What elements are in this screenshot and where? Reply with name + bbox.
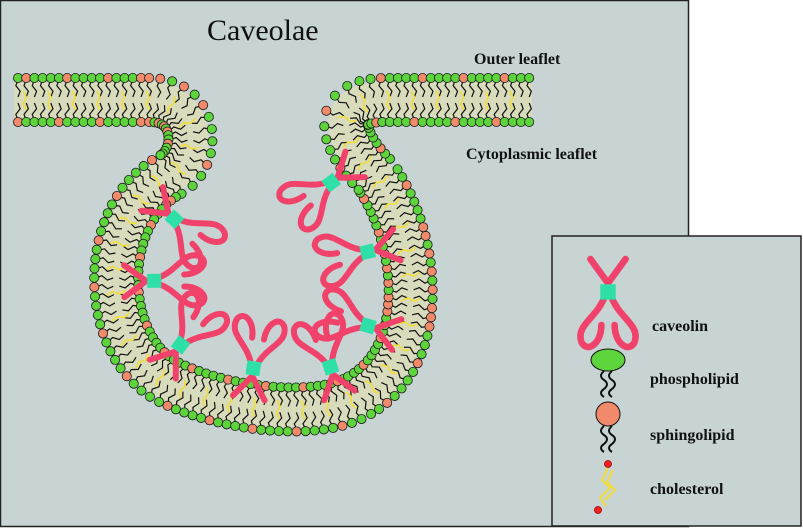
cytoplasmic-leaflet-label: Cytoplasmic leaflet <box>466 146 598 163</box>
caveolin-molecule <box>120 252 208 309</box>
caveolin-molecule <box>229 313 288 404</box>
caveolin-molecule <box>311 286 405 353</box>
caveolin-molecule <box>311 226 404 289</box>
caveolin-molecule <box>577 255 639 351</box>
outer-leaflet-label: Outer leaflet <box>474 51 561 68</box>
legend-panel <box>551 235 802 527</box>
legend-label-caveolin: caveolin <box>652 318 708 335</box>
cholesterol-icon <box>594 460 617 514</box>
diagram-title: Caveolae <box>207 14 319 47</box>
legend-label-sphingolipid: sphingolipid <box>650 427 735 444</box>
caveolin-proteins <box>120 148 405 404</box>
caveolin-icon <box>577 255 639 351</box>
legend: caveolin phospholipid sphingolipid chole… <box>577 255 739 514</box>
legend-label-cholesterol: cholesterol <box>650 481 724 498</box>
phospholipid-icon <box>590 348 626 398</box>
caveolin-molecule <box>276 148 368 233</box>
membrane-bilayer <box>12 73 535 437</box>
sphingolipid-icon <box>595 401 621 453</box>
legend-label-phospholipid: phospholipid <box>650 371 739 388</box>
caveolin-molecule <box>146 289 231 382</box>
